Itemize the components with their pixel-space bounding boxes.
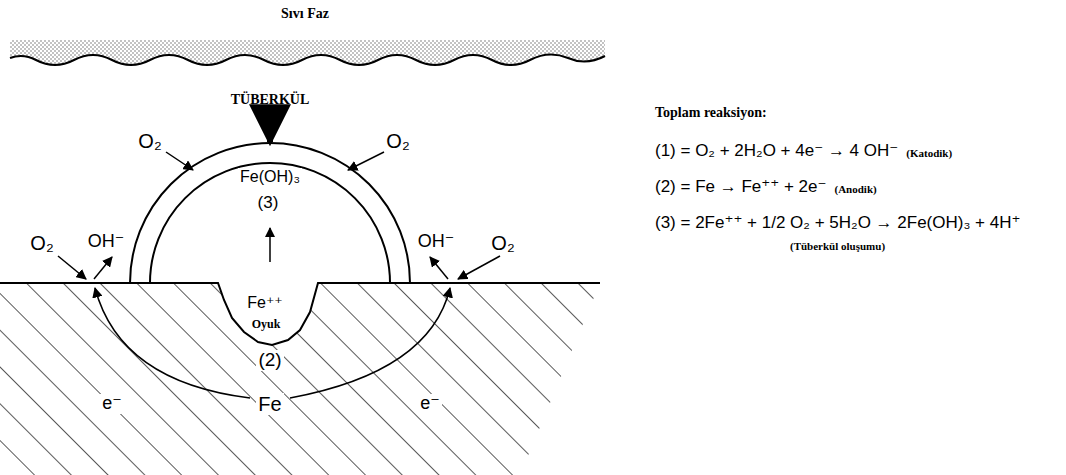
reaction-type: (Katodik) bbox=[906, 147, 952, 159]
metal-surface bbox=[0, 283, 600, 345]
o2-arrow bbox=[166, 152, 193, 170]
species-label: O₂ bbox=[386, 130, 409, 152]
o2-arrow bbox=[58, 256, 86, 279]
metal-label: Fe bbox=[256, 393, 283, 415]
electron-label: e⁻ bbox=[100, 394, 124, 414]
species-label: OH⁻ bbox=[88, 232, 125, 252]
reaction-equation: (1) = O₂ + 2H₂O + 4e⁻ → 4 OH⁻ bbox=[655, 142, 898, 161]
callout-number: (2) bbox=[256, 350, 283, 371]
pit-label: Oyuk bbox=[250, 318, 283, 331]
oh-arrow bbox=[430, 257, 448, 279]
tubercle-shell bbox=[130, 143, 410, 283]
oh-arrow bbox=[94, 257, 112, 279]
reaction-equation: (2) = Fe → Fe⁺⁺ + 2e⁻ bbox=[655, 178, 826, 197]
species-label: O₂ bbox=[491, 232, 514, 254]
species-label: OH⁻ bbox=[418, 232, 455, 252]
reaction-type: (Anodik) bbox=[834, 183, 876, 195]
ion-label: Fe⁺⁺ bbox=[245, 294, 285, 312]
electron-arrow bbox=[290, 288, 450, 398]
compound-label: Fe(OH)₃ bbox=[238, 168, 302, 186]
phase-label: Sıvı Faz bbox=[281, 6, 329, 21]
reaction-heading: Toplam reaksiyon: bbox=[655, 105, 767, 120]
electron-label: e⁻ bbox=[418, 394, 442, 414]
liquid-surface bbox=[10, 54, 605, 65]
reaction-type: (Tüberkül oluşumu) bbox=[790, 240, 885, 252]
metal-hatching bbox=[0, 283, 600, 475]
o2-arrow bbox=[348, 152, 384, 170]
species-label: O₂ bbox=[138, 130, 161, 152]
fe-rise-arrow bbox=[269, 228, 271, 262]
reaction-equation: (3) = 2Fe⁺⁺ + 1/2 O₂ + 5H₂O → 2Fe(OH)₃ +… bbox=[655, 214, 1020, 233]
o2-arrow bbox=[458, 256, 500, 279]
tubercle-arrow bbox=[267, 114, 273, 142]
electron-arrow bbox=[95, 288, 250, 398]
tubercle-label: TÜBERKÜL bbox=[231, 92, 310, 107]
callout-number: (3) bbox=[256, 194, 281, 213]
species-label: O₂ bbox=[30, 232, 53, 254]
liquid-band bbox=[10, 40, 605, 65]
